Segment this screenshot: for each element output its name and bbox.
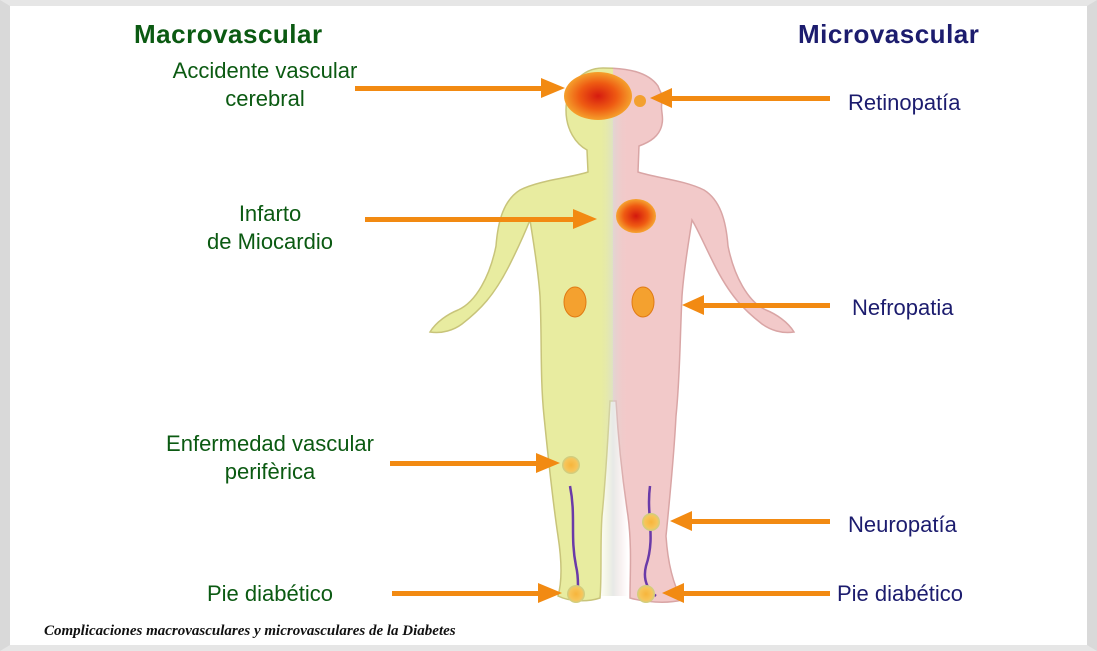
peripheral-vascular-label: Enfermedad vascular perifèrica xyxy=(125,430,415,486)
stroke-label: Accidente vascular cerebral xyxy=(130,57,400,113)
heart-label-line2: de Miocardio xyxy=(160,228,380,256)
diabetic-foot-right-label: Pie diabético xyxy=(837,580,963,608)
leg-lesion-icon xyxy=(642,513,660,531)
pvd-label-line1: Enfermedad vascular xyxy=(125,430,415,458)
eye-icon xyxy=(634,95,646,107)
heart-label-line1: Infarto xyxy=(160,200,380,228)
retinopathy-label: Retinopatía xyxy=(848,89,961,117)
heart-icon xyxy=(616,199,656,233)
leg-lesion-icon xyxy=(562,456,580,474)
brain-lesion-icon xyxy=(564,72,632,120)
diabetic-foot-left-label: Pie diabético xyxy=(160,580,380,608)
stroke-label-line1: Accidente vascular xyxy=(130,57,400,85)
kidney-icon xyxy=(632,287,654,317)
neuropathy-label: Neuropatía xyxy=(848,511,957,539)
microvascular-heading: Microvascular xyxy=(798,19,979,50)
kidney-icon xyxy=(564,287,586,317)
foot-lesion-icon xyxy=(637,585,655,603)
stroke-label-line2: cerebral xyxy=(130,85,400,113)
midline xyxy=(598,76,628,596)
foot-lesion-icon xyxy=(567,585,585,603)
figure-caption: Complicaciones macrovasculares y microva… xyxy=(44,623,456,640)
myocardial-infarction-label: Infarto de Miocardio xyxy=(160,200,380,256)
diagram-canvas: Macrovascular Microvascular Accidente va… xyxy=(10,6,1087,645)
macrovascular-heading: Macrovascular xyxy=(134,19,323,50)
pvd-label-line2: perifèrica xyxy=(125,458,415,486)
nephropathy-label: Nefropatia xyxy=(852,294,954,322)
